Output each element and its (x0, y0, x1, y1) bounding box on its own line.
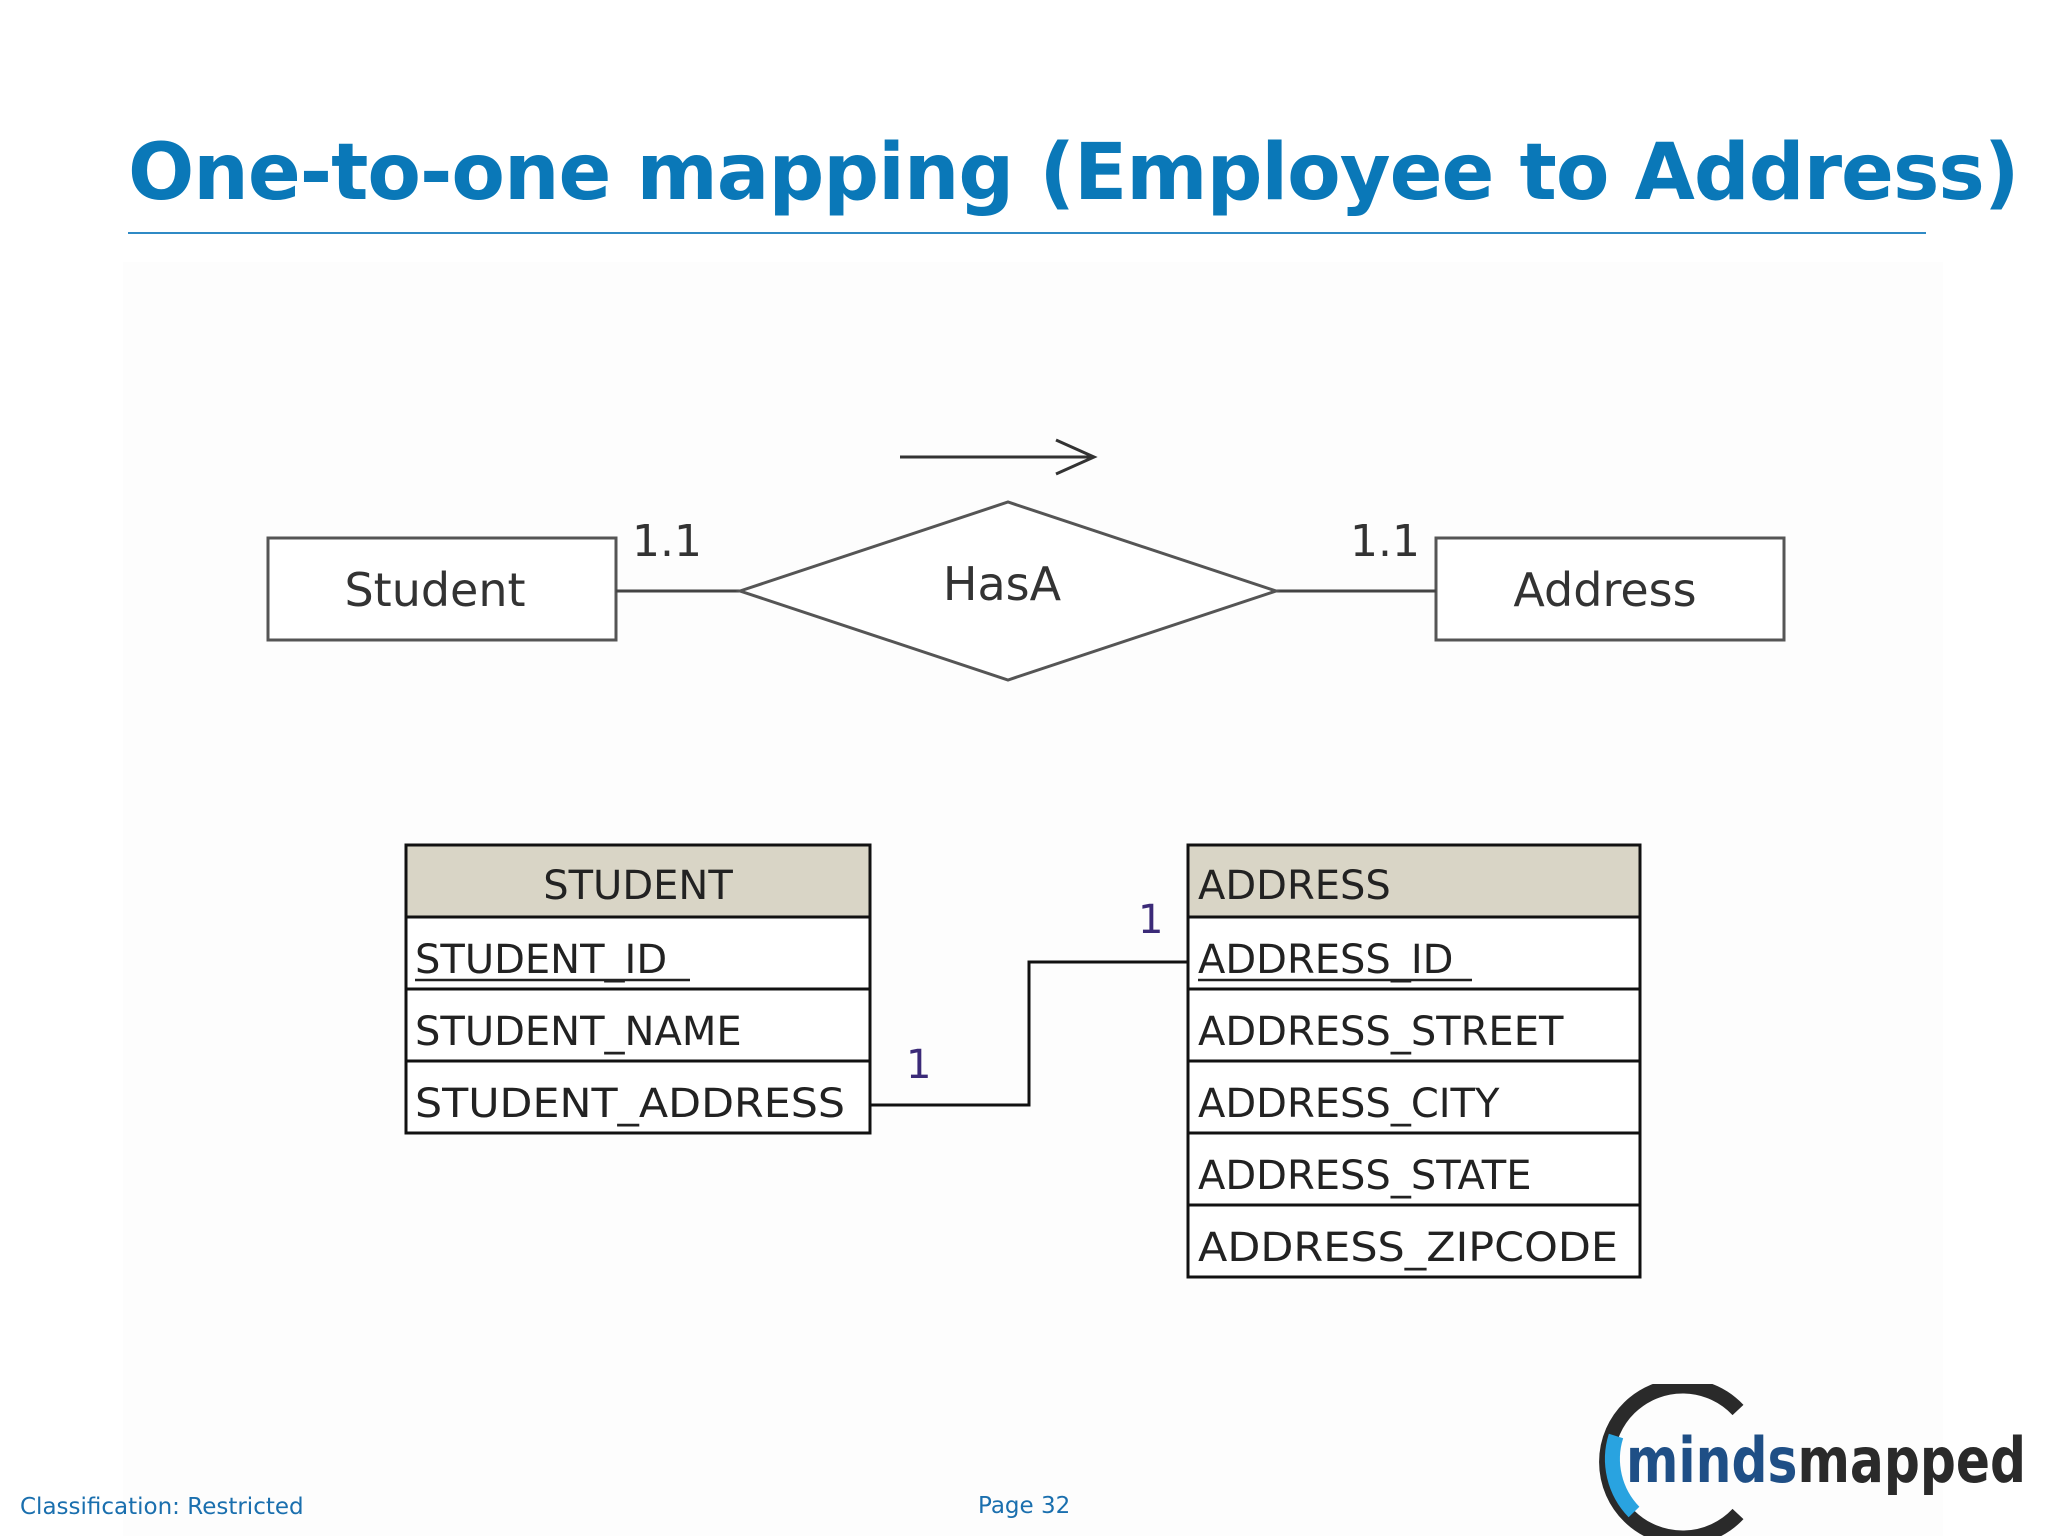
link-cardinality-to: 1 (1138, 897, 1163, 943)
logo-ring-icon (1599, 1384, 1744, 1536)
foreign-key-link (870, 960, 1188, 1107)
mindsmapped-logo: mindsmapped (1599, 1384, 2026, 1536)
table-row (1186, 1203, 1642, 1279)
relationship-label: HasA (943, 557, 1062, 611)
cardinality-left: 1.1 (632, 516, 702, 567)
relationship-diamond (735, 500, 1281, 682)
student-field-address: STUDENT_ADDRESS (415, 1081, 845, 1127)
address-field-id: ADDRESS_ID (1198, 937, 1453, 983)
cardinality-right: 1.1 (1350, 516, 1420, 567)
student-field-id: STUDENT_ID (415, 937, 667, 983)
table-row (1186, 915, 1642, 991)
title-divider (128, 232, 1926, 234)
entity-student-label: Student (344, 563, 525, 617)
address-table: ADDRESS ADDRESS_ID ADDRESS_STREET ADDRES… (1186, 843, 1642, 1279)
table-row (1186, 1059, 1642, 1135)
entity-address-box (1434, 536, 1786, 642)
student-table-header: STUDENT (543, 863, 733, 909)
address-table-header: ADDRESS (1198, 863, 1391, 909)
table-row (404, 1059, 872, 1135)
table-row (404, 987, 872, 1063)
direction-arrow-icon (900, 438, 1098, 476)
table-header-bg (1186, 843, 1642, 919)
footer-page-number: Page 32 (978, 1493, 1071, 1519)
table-row (404, 915, 872, 991)
entity-student-box (266, 536, 618, 642)
student-field-name: STUDENT_NAME (415, 1009, 742, 1055)
table-row (1186, 1131, 1642, 1207)
address-field-city: ADDRESS_CITY (1198, 1081, 1500, 1127)
address-field-street: ADDRESS_STREET (1198, 1009, 1564, 1055)
entity-address-label: Address (1513, 563, 1696, 617)
address-field-zipcode: ADDRESS_ZIPCODE (1198, 1225, 1618, 1271)
footer-classification: Classification: Restricted (20, 1494, 304, 1520)
link-cardinality-from: 1 (906, 1042, 931, 1088)
slide-title: One-to-one mapping (Employee to Address) (128, 128, 2019, 218)
address-field-state: ADDRESS_STATE (1198, 1153, 1532, 1199)
table-row (1186, 987, 1642, 1063)
logo-wordmark: mindsmapped (1626, 1424, 2026, 1497)
student-table: STUDENT STUDENT_ID STUDENT_NAME STUDENT_… (404, 843, 872, 1135)
